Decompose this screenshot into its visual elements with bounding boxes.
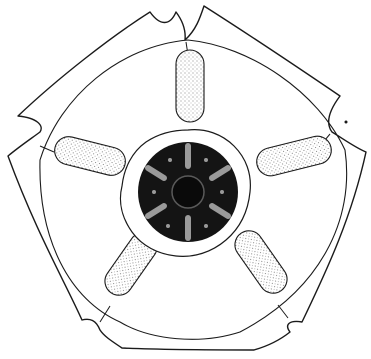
marker-dot — [345, 121, 348, 124]
central-ovary — [120, 130, 250, 257]
texture-dot — [152, 190, 156, 194]
stamen-left — [52, 134, 129, 179]
stamen-top — [176, 50, 204, 122]
strand-bottom-right — [278, 305, 288, 318]
texture-dot — [166, 224, 170, 228]
stamen-bottom-right — [229, 225, 292, 298]
central-placenta — [172, 176, 204, 208]
texture-dot — [204, 158, 208, 162]
stamen-right — [254, 133, 335, 179]
texture-dot — [204, 224, 208, 228]
texture-dot — [168, 158, 172, 162]
texture-dot — [220, 190, 224, 194]
strand-left — [40, 146, 54, 152]
strand-bottom-left — [100, 306, 110, 322]
